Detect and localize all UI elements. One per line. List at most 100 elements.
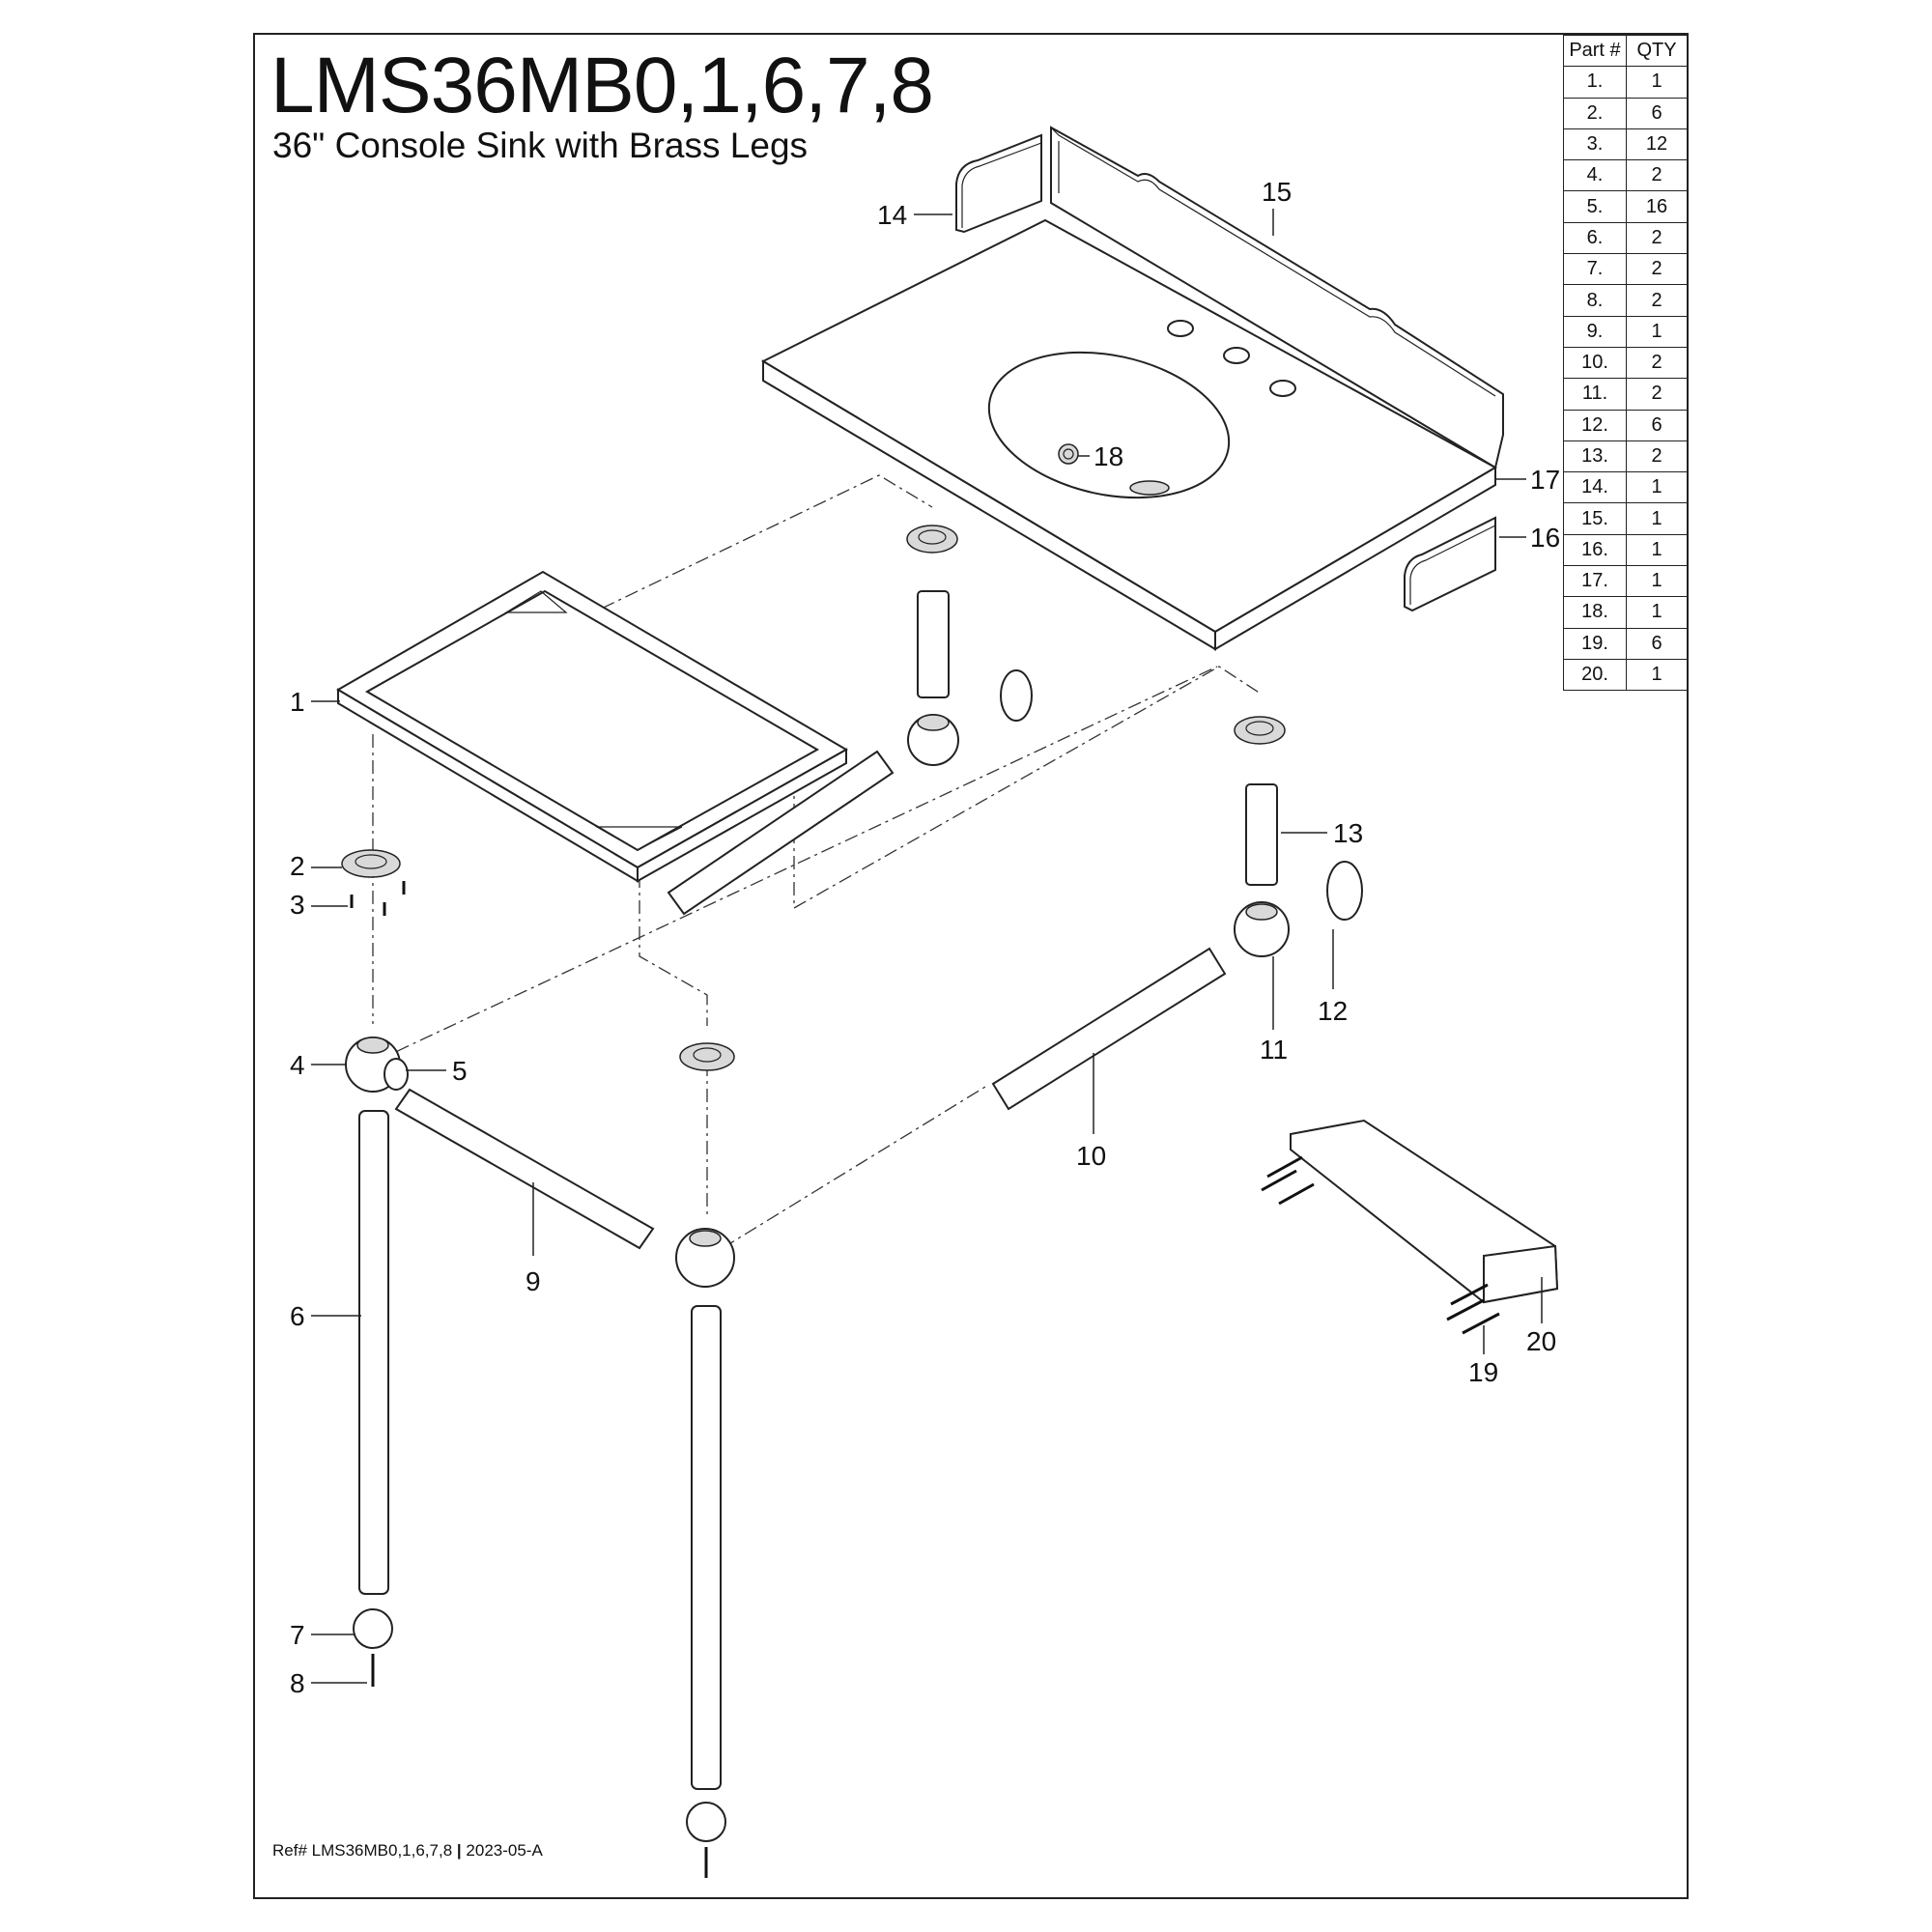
table-row: 6.2 bbox=[1563, 221, 1688, 255]
drain-icon bbox=[1058, 443, 1079, 465]
back-splash bbox=[1050, 126, 1504, 469]
rear-leg-post bbox=[917, 590, 950, 698]
part-number-cell: 12. bbox=[1563, 409, 1627, 441]
wall-flange bbox=[1000, 669, 1033, 722]
qty-cell: 2 bbox=[1626, 284, 1688, 317]
callout-15: 15 bbox=[1262, 177, 1292, 207]
callout-19: 19 bbox=[1468, 1357, 1498, 1387]
side-crossbar bbox=[991, 947, 1227, 1111]
table-row: 11.2 bbox=[1563, 378, 1688, 411]
guide-line bbox=[639, 874, 708, 1026]
callout-18: 18 bbox=[1094, 441, 1123, 471]
table-row: 20.1 bbox=[1563, 658, 1688, 692]
screw-icon bbox=[1446, 1298, 1485, 1321]
flange-opening bbox=[355, 854, 387, 869]
screw-icon bbox=[1261, 1169, 1297, 1192]
callout-11: 11 bbox=[1260, 1035, 1288, 1065]
mounting-flange bbox=[679, 1042, 735, 1071]
qty-cell: 2 bbox=[1626, 440, 1688, 473]
callout-7: 7 bbox=[290, 1620, 305, 1650]
qty-cell: 1 bbox=[1626, 502, 1688, 535]
table-row: 15.1 bbox=[1563, 502, 1688, 535]
front-crossbar bbox=[394, 1088, 655, 1250]
wall-bracket bbox=[1261, 1119, 1559, 1335]
mounting-flange-inner bbox=[918, 529, 947, 545]
flange-plate bbox=[341, 849, 401, 878]
front-leg bbox=[691, 1305, 722, 1790]
connector-side-opening bbox=[384, 1058, 409, 1091]
back-splash-panel bbox=[1050, 126, 1504, 469]
ball-connector bbox=[675, 1228, 735, 1288]
screw-icon bbox=[1450, 1283, 1489, 1306]
parts-table-header-row: Part # QTY bbox=[1563, 34, 1688, 68]
guide-line bbox=[372, 666, 1218, 1064]
callout-13: 13 bbox=[1333, 818, 1363, 848]
qty-cell: 1 bbox=[1626, 533, 1688, 567]
rear-crossbar bbox=[667, 750, 895, 916]
screw-icon bbox=[1462, 1312, 1500, 1335]
drawing-border bbox=[253, 33, 1689, 1899]
left-splash-edge bbox=[961, 142, 1042, 228]
basin bbox=[987, 351, 1231, 499]
callout-16: 16 bbox=[1530, 523, 1560, 553]
callout-6: 6 bbox=[290, 1301, 305, 1331]
table-row: 13.2 bbox=[1563, 440, 1688, 473]
part-number-cell: 17. bbox=[1563, 565, 1627, 598]
faucet-hole bbox=[1223, 347, 1250, 364]
callout-1: 1 bbox=[290, 687, 305, 717]
part-number-cell: 7. bbox=[1563, 253, 1627, 286]
connector-top-opening bbox=[917, 714, 950, 731]
flange-opening bbox=[693, 1047, 722, 1063]
qty-cell: 6 bbox=[1626, 97, 1688, 129]
basin-drain-hole bbox=[1129, 480, 1170, 496]
part-number-cell: 18. bbox=[1563, 596, 1627, 629]
frame-corner-brace bbox=[503, 590, 568, 613]
callout-10: 10 bbox=[1076, 1141, 1106, 1171]
page-subtitle: 36" Console Sink with Brass Legs bbox=[272, 126, 809, 165]
callout-14: 14 bbox=[877, 200, 907, 230]
drain-fitting bbox=[1058, 443, 1079, 465]
callout-3: 3 bbox=[290, 890, 305, 920]
callout-5: 5 bbox=[452, 1056, 468, 1086]
callout-4: 4 bbox=[290, 1050, 305, 1080]
left-mounting-flange bbox=[341, 849, 406, 916]
table-row: 16.1 bbox=[1563, 533, 1688, 567]
frame-corner-brace bbox=[594, 826, 683, 851]
connector-top-opening bbox=[356, 1037, 389, 1054]
wall-flange bbox=[1326, 861, 1363, 921]
part-number-header: Part # bbox=[1563, 34, 1627, 68]
rear-leg-post bbox=[1245, 783, 1278, 886]
callout-12: 12 bbox=[1318, 996, 1348, 1026]
mounting-flange bbox=[1234, 716, 1286, 745]
back-splash-edge bbox=[1050, 127, 1496, 397]
page-title: LMS36MB0,1,6,7,8 bbox=[270, 42, 934, 129]
callout-leaders bbox=[311, 209, 1543, 1684]
screw-icon bbox=[1266, 1155, 1303, 1179]
part-number-cell: 3. bbox=[1563, 128, 1627, 161]
countertop-side-edge bbox=[1214, 466, 1496, 651]
front-left-leg-assembly bbox=[345, 1037, 655, 1687]
table-row: 2.6 bbox=[1563, 97, 1688, 129]
table-row: 4.2 bbox=[1563, 159, 1688, 192]
table-row: 10.2 bbox=[1563, 346, 1688, 380]
front-middle-leg-assembly bbox=[675, 1042, 735, 1878]
frame-opening bbox=[364, 589, 820, 852]
reference-number: Ref# LMS36MB0,1,6,7,8 bbox=[272, 1841, 453, 1860]
screw-icon bbox=[1278, 1182, 1315, 1206]
qty-header: QTY bbox=[1626, 34, 1688, 68]
callout-17: 17 bbox=[1530, 465, 1560, 495]
support-frame bbox=[336, 570, 849, 883]
qty-cell: 2 bbox=[1626, 221, 1688, 255]
table-row: 18.1 bbox=[1563, 596, 1688, 629]
faucet-hole bbox=[1167, 320, 1194, 337]
part-number-cell: 20. bbox=[1563, 658, 1627, 692]
connector-top-opening bbox=[1245, 903, 1278, 921]
part-number-cell: 13. bbox=[1563, 440, 1627, 473]
part-number-cell: 16. bbox=[1563, 533, 1627, 567]
callout-labels: 1 2 3 4 5 6 7 8 9 10 11 12 13 14 15 16 1… bbox=[290, 177, 1560, 1698]
right-side-splash bbox=[1404, 516, 1496, 612]
qty-cell: 1 bbox=[1626, 471, 1688, 504]
part-number-cell: 15. bbox=[1563, 502, 1627, 535]
parts-table: Part # QTY 1.1 2.6 3.12 4.2 5.16 6.2 7.2… bbox=[1563, 34, 1688, 692]
